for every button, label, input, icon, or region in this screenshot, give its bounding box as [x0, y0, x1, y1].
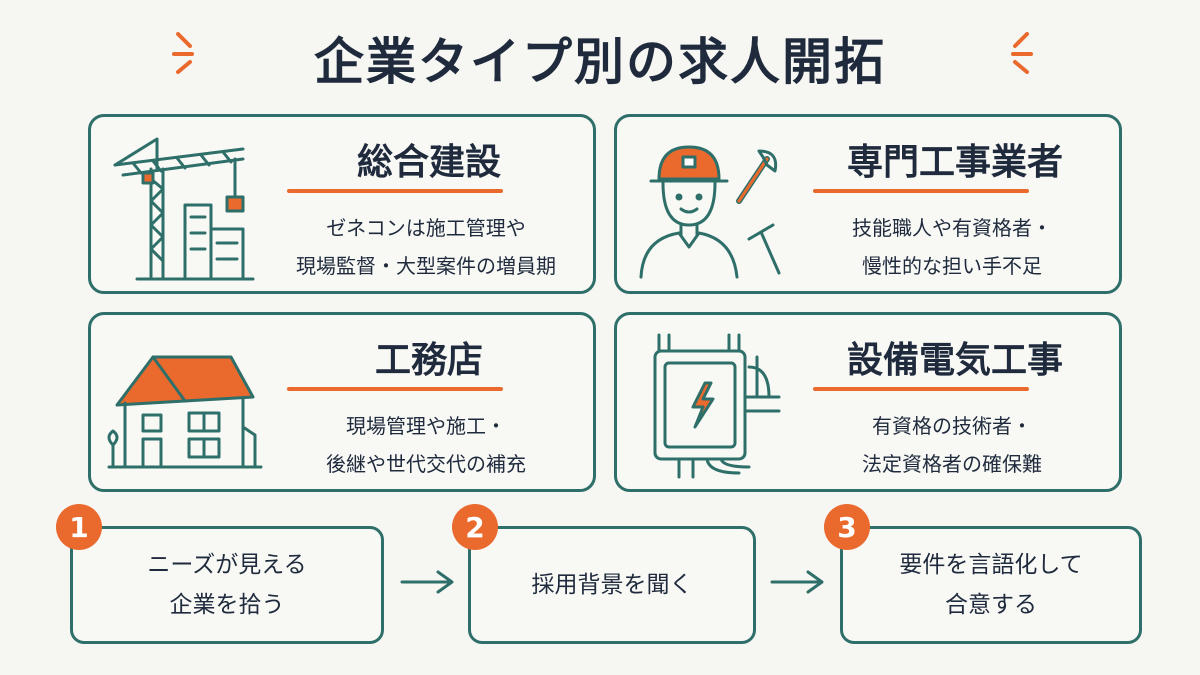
- sparkle-left-icon: [172, 32, 194, 74]
- heading-underline: [813, 387, 1029, 391]
- card-description: 現場管理や施工・ 後継や世代交代の補充: [261, 407, 591, 483]
- card-specialty-contractor: 専門工事業者 技能職人や有資格者・ 慢性的な担い手不足: [614, 114, 1122, 294]
- desc-line: 法定資格者の確保難: [862, 452, 1042, 476]
- desc-line: 技能職人や有資格者・: [852, 216, 1052, 240]
- step-box-3: 要件を言語化して 合意する: [840, 526, 1142, 644]
- desc-line: 後継や世代交代の補充: [326, 452, 526, 476]
- step-label: 採用背景を聞く: [471, 529, 753, 641]
- desc-line: ゼネコンは施工管理や: [326, 216, 526, 240]
- worker-tools-icon: [639, 145, 781, 279]
- arrow-right-icon: [770, 570, 824, 594]
- card-description: ゼネコンは施工管理や 現場監督・大型案件の増員期: [261, 209, 591, 285]
- card-heading: 工務店: [374, 340, 483, 381]
- card-heading: 総合建設: [356, 142, 501, 183]
- step-number-badge: 1: [56, 504, 102, 550]
- step-box-1: ニーズが見える 企業を拾う: [70, 526, 384, 644]
- card-description: 技能職人や有資格者・ 慢性的な担い手不足: [787, 209, 1117, 285]
- step-line: 合意する: [945, 592, 1037, 618]
- house-icon: [107, 355, 263, 469]
- heading-underline: [287, 387, 503, 391]
- page-title: 企業タイプ別の求人開拓: [314, 33, 886, 91]
- step-box-2: 採用背景を聞く: [468, 526, 756, 644]
- arrow-right-icon: [400, 570, 454, 594]
- card-heading: 設備電気工事: [846, 340, 1063, 381]
- crane-building-icon: [113, 137, 255, 281]
- desc-line: 現場監督・大型案件の増員期: [296, 254, 556, 278]
- step-line: 要件を言語化して: [899, 552, 1083, 578]
- electrical-panel-icon: [653, 333, 781, 479]
- step-line: 採用背景を聞く: [531, 572, 693, 598]
- step-line: 企業を拾う: [169, 592, 285, 618]
- card-general-construction: 総合建設 ゼネコンは施工管理や 現場監督・大型案件の増員期: [88, 114, 596, 294]
- heading-underline: [287, 189, 503, 193]
- desc-line: 慢性的な担い手不足: [862, 254, 1042, 278]
- heading-underline: [813, 189, 1029, 193]
- sparkle-right-icon: [1011, 32, 1033, 74]
- card-koumuten: 工務店 現場管理や施工・ 後継や世代交代の補充: [88, 312, 596, 492]
- card-heading: 専門工事業者: [846, 142, 1063, 183]
- step-line: ニーズが見える: [147, 552, 307, 578]
- card-electrical-equipment: 設備電気工事 有資格の技術者・ 法定資格者の確保難: [614, 312, 1122, 492]
- card-description: 有資格の技術者・ 法定資格者の確保難: [787, 407, 1117, 483]
- step-label: 要件を言語化して 合意する: [843, 529, 1139, 641]
- desc-line: 現場管理や施工・: [346, 414, 506, 438]
- step-number-badge: 2: [452, 504, 498, 550]
- desc-line: 有資格の技術者・: [872, 414, 1032, 438]
- step-label: ニーズが見える 企業を拾う: [73, 529, 381, 641]
- step-number-badge: 3: [824, 504, 870, 550]
